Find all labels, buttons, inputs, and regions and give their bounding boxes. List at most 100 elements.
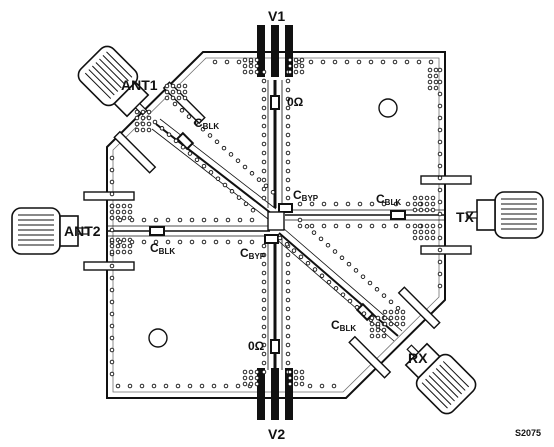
- rf-traces: [108, 80, 446, 370]
- via-icon: [437, 259, 443, 265]
- via-icon: [298, 254, 304, 260]
- via-icon: [375, 327, 381, 333]
- via-icon: [248, 57, 254, 63]
- via-icon: [424, 229, 430, 235]
- via-icon: [369, 321, 375, 327]
- v2-label: V2: [268, 426, 285, 442]
- via-icon: [360, 274, 366, 279]
- via-icon: [437, 91, 443, 97]
- cbyp-capacitor-top: [278, 203, 293, 213]
- via-icon: [299, 57, 305, 63]
- via-icon: [424, 235, 430, 241]
- via-icon: [320, 59, 326, 65]
- via-icon: [375, 315, 381, 321]
- via-icon: [400, 315, 406, 321]
- via-icon: [285, 351, 291, 357]
- via-icon: [182, 89, 188, 95]
- via-icon: [176, 83, 182, 89]
- via-icon: [261, 369, 267, 375]
- via-icon: [285, 96, 291, 102]
- via-icon: [430, 235, 436, 241]
- via-icon: [249, 171, 255, 176]
- via-icon: [293, 375, 299, 381]
- via-icon: [369, 333, 375, 339]
- zero-ohm-resistor-top: [270, 95, 280, 110]
- via-icon: [285, 78, 291, 84]
- via-icon: [375, 333, 381, 339]
- zero-ohm-resistor-bottom: [270, 339, 280, 354]
- via-icon: [405, 201, 411, 207]
- via-icon: [312, 267, 318, 272]
- via-icon: [381, 201, 387, 207]
- via-icon: [437, 67, 443, 73]
- via-icon: [311, 230, 317, 235]
- via-icon: [332, 59, 338, 65]
- via-icon: [284, 242, 290, 247]
- via-icon: [261, 243, 267, 249]
- via-icon: [177, 217, 183, 223]
- via-icon: [164, 83, 170, 89]
- via-icon: [242, 69, 248, 75]
- via-icon: [261, 333, 267, 339]
- via-icon: [357, 201, 363, 207]
- via-icon: [393, 223, 399, 229]
- via-icon: [164, 89, 170, 95]
- via-icon: [285, 360, 291, 366]
- via-icon: [388, 321, 394, 327]
- via-icon: [318, 236, 324, 242]
- via-icon: [293, 369, 299, 375]
- via-icon: [285, 315, 291, 321]
- via-icon: [236, 195, 242, 200]
- via-icon: [285, 105, 291, 111]
- via-icon: [285, 141, 291, 147]
- via-icon: [392, 59, 398, 65]
- via-icon: [121, 215, 127, 221]
- via-icon: [285, 324, 291, 330]
- via-icon: [285, 297, 291, 303]
- via-icon: [412, 201, 418, 207]
- via-icon: [242, 381, 248, 387]
- via-icon: [437, 127, 443, 133]
- via-icon: [427, 73, 433, 79]
- via-icon: [235, 158, 241, 163]
- via-icon: [146, 127, 152, 133]
- via-icon: [134, 127, 140, 133]
- via-icon: [140, 115, 146, 121]
- via-icon: [345, 201, 351, 207]
- via-icon: [381, 333, 387, 339]
- via-icon: [173, 138, 179, 144]
- via-icon: [250, 207, 256, 213]
- via-icon: [109, 203, 115, 209]
- via-icon: [285, 177, 291, 183]
- via-icon: [211, 383, 217, 389]
- via-icon: [261, 132, 267, 138]
- via-icon: [109, 323, 115, 329]
- via-icon: [369, 327, 375, 333]
- via-icon: [242, 375, 248, 381]
- via-icon: [369, 201, 375, 207]
- via-icon: [189, 239, 195, 245]
- via-icon: [163, 383, 169, 389]
- via-icon: [285, 270, 291, 276]
- via-icon: [127, 243, 133, 249]
- via-icon: [412, 195, 418, 201]
- via-icon: [261, 96, 267, 102]
- via-icon: [121, 243, 127, 249]
- via-icon: [368, 59, 374, 65]
- via-icon: [395, 305, 401, 311]
- via-icon: [115, 249, 121, 255]
- via-icon: [381, 327, 387, 333]
- via-icon: [437, 199, 443, 205]
- via-icon: [285, 186, 291, 192]
- via-icon: [164, 95, 170, 101]
- via-icon: [254, 63, 260, 69]
- via-icon: [170, 83, 176, 89]
- via-icon: [261, 168, 267, 174]
- via-icon: [437, 235, 443, 241]
- via-icon: [270, 189, 276, 195]
- via-icon: [293, 381, 299, 387]
- via-icon: [254, 369, 260, 375]
- via-icon: [151, 383, 157, 389]
- via-icon: [277, 235, 283, 241]
- via-icon: [140, 109, 146, 115]
